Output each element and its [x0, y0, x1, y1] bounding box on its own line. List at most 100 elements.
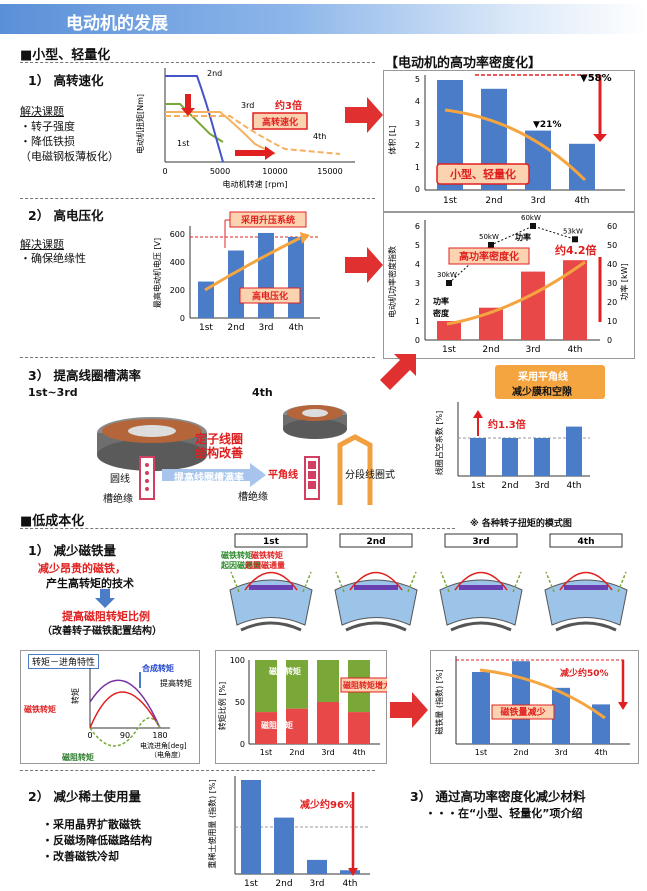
- sub3-heading: 3） 提高线圈槽满率: [28, 368, 142, 383]
- magnet-box-label-bg: [491, 704, 555, 720]
- title-banner: 电动机的发展: [0, 4, 647, 34]
- y-tick-right: 30: [607, 279, 617, 288]
- x-tick-label: 3rd: [535, 481, 550, 491]
- divider: [20, 528, 455, 529]
- sub2-solution-title: 解决课题: [20, 238, 64, 251]
- power-marker: [572, 236, 578, 243]
- bar: [563, 260, 587, 340]
- callout-line2: 减少膜和空隙: [512, 387, 572, 398]
- segment-coil-label: 分段线圈式: [345, 470, 395, 481]
- x-tick-label: 1st: [475, 748, 487, 757]
- x-tick-label: 3rd: [526, 345, 541, 355]
- x-tick-label: 2nd: [501, 481, 518, 491]
- density-ylabel-left: 电动机功率密度指数: [387, 246, 397, 318]
- bar: [288, 237, 304, 318]
- composite-label: 合成转矩: [141, 663, 174, 673]
- arrow-head-icon: [473, 410, 483, 418]
- bar: [340, 870, 360, 874]
- rotor-annot-l2: 起因磁通量: [220, 560, 261, 570]
- voltage-annot1: 采用升压系统: [240, 214, 295, 226]
- torque-angle-chart: 转矩 合成转矩 提高转矩 磁铁转矩 磁阻转矩 0 90 180 电流进角[deg…: [24, 663, 192, 762]
- ratio-annot: 磁阻转矩增大: [343, 680, 387, 690]
- magnet-segment: [317, 660, 339, 702]
- voltage-ytick: 0: [180, 314, 185, 323]
- stator-left-base: [97, 439, 207, 471]
- bar: [470, 438, 486, 476]
- volume-box-text: 小型、轻量化: [449, 167, 516, 181]
- y-tick-label: 5: [415, 75, 420, 84]
- rotor-body: [334, 579, 418, 626]
- bar: [534, 438, 550, 476]
- rotor-tab-label: 3rd: [472, 537, 489, 547]
- x-tick-label: 4th: [343, 879, 358, 889]
- x-tick-label: 4th: [289, 323, 304, 333]
- bar: [241, 780, 261, 874]
- rotor-tab-label: 2nd: [366, 537, 385, 547]
- x-tick-label: 1st: [442, 345, 456, 355]
- s2sub3-heading: 3） 通过高功率密度化减少材料: [410, 789, 586, 804]
- s2-line2: 产生高转矩的技术: [46, 577, 134, 590]
- voltage-ytick: 600: [170, 230, 185, 239]
- rotor-tab: [549, 533, 623, 548]
- x-tick-label: 2nd: [482, 345, 499, 355]
- y-tick-left: 1: [415, 317, 420, 326]
- reluctance-segment: [348, 712, 370, 744]
- flux-line: [407, 571, 417, 593]
- speed-chart-ylabel: 电动机扭矩[Nm]: [135, 94, 145, 154]
- sub2-point-1: ・确保绝缘性: [20, 252, 86, 265]
- down-arrow-icon: [181, 94, 195, 116]
- rotor-body: [229, 579, 313, 626]
- right-arrow-icon: [345, 247, 383, 283]
- section2-heading: ■低成本化: [20, 514, 85, 529]
- torque-xtick: 0: [87, 731, 92, 740]
- bar: [512, 661, 530, 744]
- s2sub3-line: ・・・在“小型、轻量化”项介绍: [425, 807, 583, 820]
- flux-line: [617, 571, 627, 593]
- density-box: [448, 247, 530, 265]
- curve-label-3rd: 3rd: [241, 101, 254, 110]
- magnet-box-label: 磁铁量减少: [500, 706, 545, 718]
- s2-line4: （改善转子磁铁配置结构）: [42, 626, 162, 637]
- s2-line1: 减少昂贵的磁铁，: [38, 562, 126, 575]
- y-tick-right: 60: [607, 222, 617, 231]
- x-tick-label: 1st: [199, 323, 213, 333]
- round-wire-slot: [139, 456, 155, 500]
- y-tick-left: 2: [415, 298, 420, 307]
- density-trend-arrow: [446, 260, 586, 326]
- stator-right-bore: [302, 409, 328, 417]
- x-tick-label: 3rd: [310, 879, 325, 889]
- y-tick-right: 20: [607, 298, 617, 307]
- flux-line: [512, 571, 522, 593]
- curve-label-1st: 1st: [177, 139, 189, 148]
- torque-angle-box: [20, 650, 200, 764]
- reluctance-segment: [317, 702, 339, 744]
- power-density-box1: [383, 70, 635, 212]
- curve-3rd: [165, 111, 276, 155]
- ratio-magnet-label: 磁铁转矩: [269, 666, 301, 676]
- curve-4th: [165, 115, 341, 155]
- x-tick-label: 4th: [575, 196, 590, 206]
- right-arrow-icon: [345, 97, 383, 133]
- volume-ylabel: 体积 [L]: [387, 125, 397, 154]
- voltage-annot2: 高电压化: [252, 290, 288, 302]
- torque-xlabel: 电流进角[deg]: [140, 741, 187, 750]
- reluctance-label: 磁阻转矩: [62, 752, 94, 762]
- x-tick-label: 3rd: [259, 323, 274, 333]
- sub1-point-3: （电磁钢板薄板化）: [20, 150, 119, 163]
- y-tick-label: 3: [415, 119, 420, 128]
- divider: [20, 770, 375, 771]
- bar: [274, 817, 294, 874]
- rare-earth-ylabel: 重稀土使用量 (指数) [%]: [207, 779, 217, 868]
- bar: [307, 859, 327, 874]
- torque-xtick: 180: [152, 731, 167, 740]
- structure-label-1: 定子线圈: [195, 432, 244, 446]
- voltage-annot2-box: [239, 287, 301, 304]
- power-label: 50kW: [479, 233, 499, 241]
- slot-insul-left: 槽绝缘: [103, 494, 133, 505]
- down-arrow-icon: [593, 134, 607, 142]
- callout-line1: 采用平角线: [518, 372, 568, 383]
